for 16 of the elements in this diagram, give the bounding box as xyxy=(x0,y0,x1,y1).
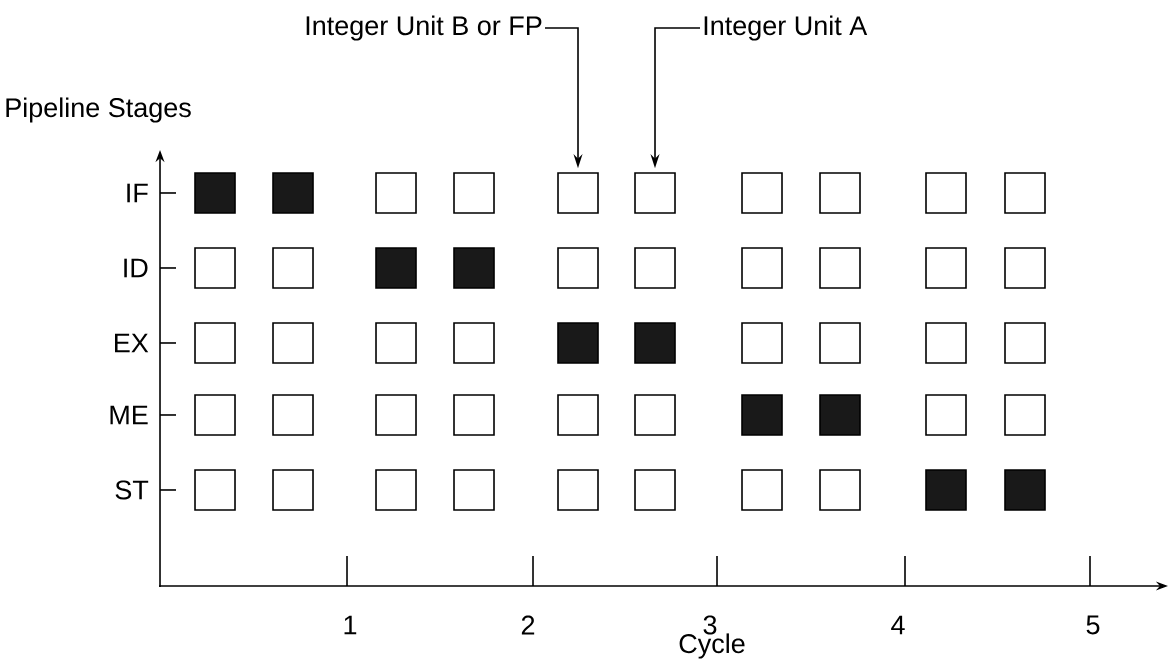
axis-title: Pipeline Stages xyxy=(6,97,191,123)
stage-label: ST xyxy=(115,480,149,500)
tick-label: 5 xyxy=(1086,615,1100,635)
stage-label: IF xyxy=(127,183,148,203)
tick-label: 4 xyxy=(891,615,905,635)
stage-label: ID xyxy=(124,258,148,278)
leader-text: Integer Unit A xyxy=(704,15,868,41)
stage-label: ME xyxy=(110,405,148,425)
tick-label: 3 xyxy=(703,615,717,635)
leader-text: Integer Unit B or FP xyxy=(306,15,542,41)
tick-label: 2 xyxy=(521,615,535,635)
tick-label: 1 xyxy=(344,615,357,635)
stage-label: EX xyxy=(115,333,149,353)
stage-square xyxy=(634,172,676,214)
axis-title: Cycle xyxy=(679,633,745,659)
stage-square xyxy=(557,172,599,214)
